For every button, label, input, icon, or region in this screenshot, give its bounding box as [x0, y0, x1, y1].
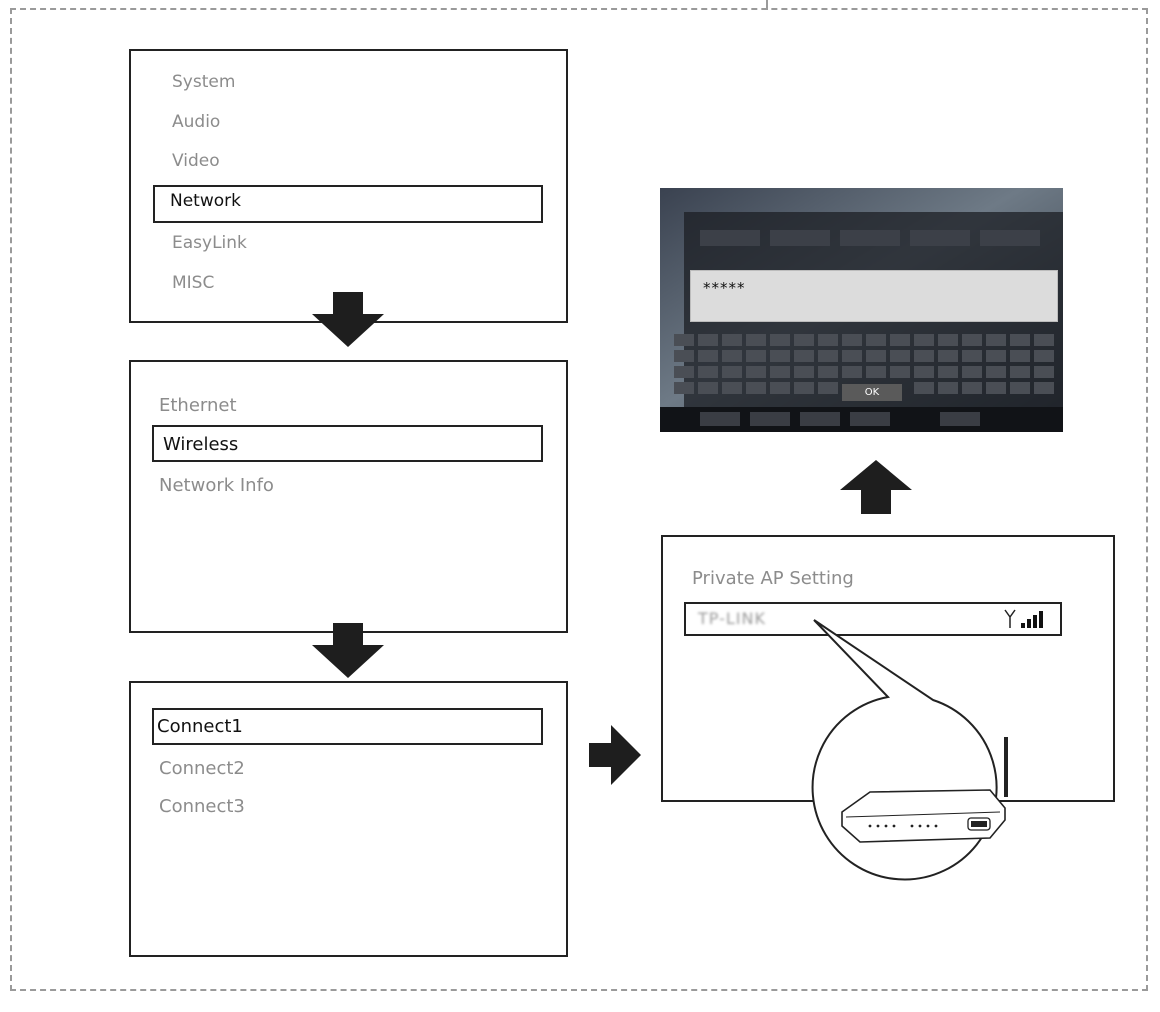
menu-item-network-highlight[interactable]	[153, 185, 543, 223]
menu-item-video[interactable]: Video	[172, 151, 220, 171]
keyboard-key[interactable]	[722, 366, 742, 378]
keyboard-key[interactable]	[674, 350, 694, 362]
keyboard-key[interactable]	[842, 366, 862, 378]
keyboard-key[interactable]	[1034, 382, 1054, 394]
keyboard-key[interactable]	[986, 334, 1006, 346]
keyboard-key[interactable]	[938, 382, 958, 394]
keyboard-key[interactable]	[818, 366, 838, 378]
keyboard-key[interactable]	[746, 382, 766, 394]
password-entry-screen: ***** OK	[660, 188, 1063, 432]
router-callout	[811, 619, 1008, 881]
keyboard-key[interactable]	[1010, 382, 1030, 394]
keyboard-key[interactable]	[962, 366, 982, 378]
menu-item-misc[interactable]: MISC	[172, 273, 215, 293]
keyboard-key[interactable]	[986, 382, 1006, 394]
keyboard-key[interactable]	[722, 382, 742, 394]
keyboard-key[interactable]	[842, 334, 862, 346]
keyboard-key[interactable]	[746, 334, 766, 346]
keyboard-key[interactable]	[674, 366, 694, 378]
menu-item-connect1-highlight[interactable]	[152, 708, 543, 745]
keyboard-key[interactable]	[770, 366, 790, 378]
menu-item-wireless[interactable]: Wireless	[163, 434, 239, 455]
keyboard-key[interactable]	[770, 334, 790, 346]
keyboard-key[interactable]	[938, 366, 958, 378]
menu-item-wireless-highlight[interactable]	[152, 425, 543, 462]
menu-item-connect3[interactable]: Connect3	[159, 796, 245, 817]
keyboard-key[interactable]	[986, 350, 1006, 362]
keyboard-key[interactable]	[962, 382, 982, 394]
keyboard-key[interactable]	[818, 382, 838, 394]
keyboard-key[interactable]	[746, 366, 766, 378]
keyboard-key[interactable]	[866, 366, 886, 378]
keyboard-key[interactable]	[962, 334, 982, 346]
arrow-down-icon	[312, 623, 384, 678]
arrow-right-icon	[589, 725, 641, 785]
ap-network-row[interactable]: TP-LINK	[684, 602, 1062, 636]
keyboard-key[interactable]	[914, 382, 934, 394]
keyboard-key[interactable]	[1034, 334, 1054, 346]
keyboard-key[interactable]	[1010, 334, 1030, 346]
keyboard-key[interactable]	[770, 350, 790, 362]
keyboard-key[interactable]	[674, 334, 694, 346]
password-mask: *****	[703, 279, 746, 297]
keyboard-key[interactable]	[890, 334, 910, 346]
keyboard-key[interactable]	[938, 350, 958, 362]
arrow-down-icon	[312, 292, 384, 347]
keyboard-key[interactable]	[914, 334, 934, 346]
arrow-up-icon	[840, 460, 912, 514]
keyboard-key[interactable]	[698, 334, 718, 346]
frame-tick	[766, 0, 768, 10]
wireless-router-icon	[841, 737, 1008, 843]
keyboard-key[interactable]	[698, 366, 718, 378]
menu-item-network[interactable]: Network	[170, 191, 241, 211]
keyboard-key[interactable]	[794, 350, 814, 362]
signal-strength-icon	[1004, 609, 1043, 628]
keyboard-key[interactable]	[770, 382, 790, 394]
menu-item-system[interactable]: System	[172, 72, 236, 92]
keyboard-key[interactable]	[1034, 350, 1054, 362]
keyboard-key[interactable]	[866, 334, 886, 346]
menu-item-audio[interactable]: Audio	[172, 112, 221, 132]
ap-network-name: TP-LINK	[698, 609, 766, 628]
ok-key[interactable]: OK	[842, 384, 902, 401]
menu-item-connect2[interactable]: Connect2	[159, 758, 245, 779]
keyboard-key[interactable]	[866, 350, 886, 362]
keyboard-key[interactable]	[842, 350, 862, 362]
keyboard-key[interactable]	[962, 350, 982, 362]
keyboard-key[interactable]	[1010, 366, 1030, 378]
menu-item-connect1[interactable]: Connect1	[157, 716, 243, 737]
diagram-frame	[10, 8, 1148, 991]
password-field[interactable]: *****	[690, 270, 1058, 322]
ap-panel-title: Private AP Setting	[692, 568, 854, 589]
keyboard-key[interactable]	[818, 350, 838, 362]
keyboard-key[interactable]	[674, 382, 694, 394]
menu-item-network-info[interactable]: Network Info	[159, 475, 274, 496]
keyboard-key[interactable]	[722, 350, 742, 362]
keyboard-key[interactable]	[794, 366, 814, 378]
keyboard-key[interactable]	[746, 350, 766, 362]
keyboard-key[interactable]	[794, 382, 814, 394]
keyboard-key[interactable]	[986, 366, 1006, 378]
keyboard-key[interactable]	[938, 334, 958, 346]
keyboard-key[interactable]	[914, 350, 934, 362]
keyboard-key[interactable]	[1010, 350, 1030, 362]
menu-item-ethernet[interactable]: Ethernet	[159, 395, 237, 416]
keyboard-key[interactable]	[794, 334, 814, 346]
keyboard-key[interactable]	[890, 366, 910, 378]
keyboard-key[interactable]	[890, 350, 910, 362]
keyboard-key[interactable]	[818, 334, 838, 346]
keyboard-key[interactable]	[914, 366, 934, 378]
keyboard-key[interactable]	[698, 350, 718, 362]
menu-item-easylink[interactable]: EasyLink	[172, 233, 247, 253]
keyboard-key[interactable]	[698, 382, 718, 394]
keyboard-key[interactable]	[722, 334, 742, 346]
keyboard-key[interactable]	[1034, 366, 1054, 378]
